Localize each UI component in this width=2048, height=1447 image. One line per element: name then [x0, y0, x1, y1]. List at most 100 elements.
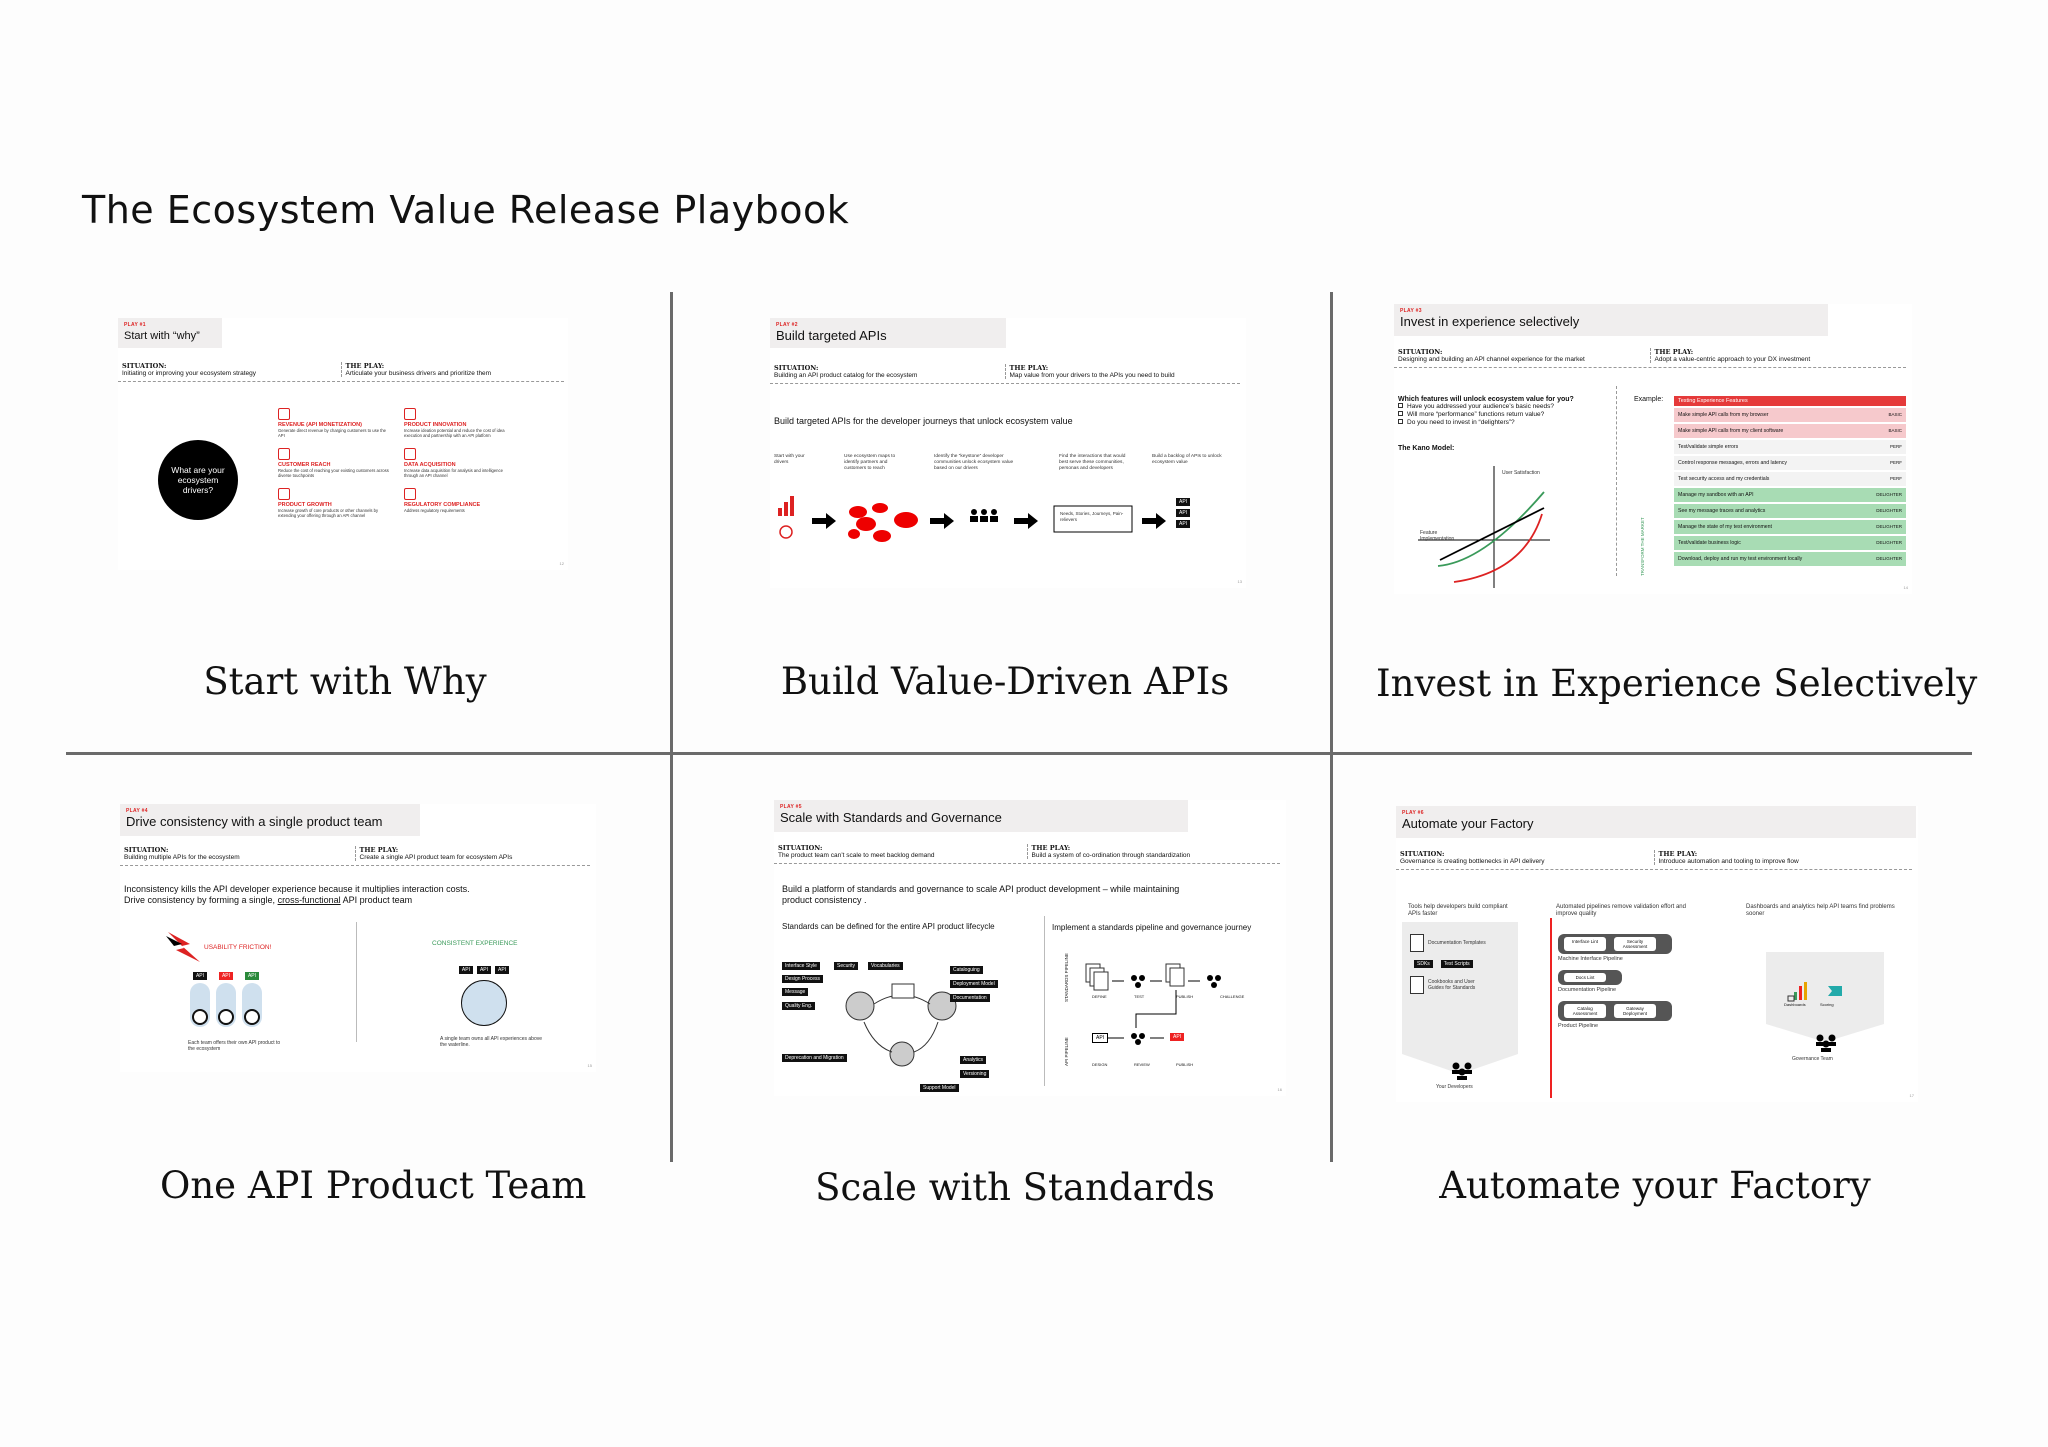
- feature-row: Download, deploy and run my test environ…: [1674, 552, 1906, 568]
- arrow-icon: [930, 513, 954, 529]
- slide-thumbnail-6[interactable]: PLAY #6 Automate your Factory SITUATION:…: [1396, 806, 1918, 1102]
- page-number: 16: [1277, 1087, 1282, 1092]
- play-text: Adopt a value-centric approach to your D…: [1654, 356, 1811, 363]
- kano-x-label: Feature Implementation: [1420, 530, 1455, 542]
- feature-name: See my message traces and analytics: [1678, 508, 1766, 514]
- left-caption: Each team offers their own API product t…: [188, 1040, 281, 1052]
- driver-desc: Reduce the cost of reaching your existin…: [278, 468, 389, 478]
- pipeline-step: CHALLENGE: [1220, 994, 1245, 999]
- driver-item: REVENUE (API MONETIZATION)Generate direc…: [278, 408, 392, 438]
- api-chip-design: API: [1092, 1033, 1109, 1043]
- single-team-circle: [461, 980, 507, 1026]
- driver-name: DATA ACQUISITION: [404, 462, 456, 468]
- document-icon: [1410, 934, 1424, 952]
- tool-chip: Test Scripts: [1440, 960, 1473, 968]
- standard-chip: Cataloguing: [950, 966, 983, 974]
- page-number: 12: [559, 561, 564, 566]
- slide-thumbnail-2[interactable]: PLAY #2 Build targeted APIs SITUATION:Bu…: [770, 318, 1246, 588]
- driver-desc: Increase data acquisition for analysis a…: [404, 468, 503, 478]
- api-chip: API: [1176, 520, 1191, 528]
- features-table-header: Testing Experience Features: [1674, 396, 1906, 406]
- journey-step: Identify the “keystone” developer commun…: [934, 454, 1014, 471]
- document-icon: [1410, 976, 1424, 994]
- feature-tag: DELIGHTER: [1876, 524, 1902, 529]
- driver-name: REVENUE (API MONETIZATION): [278, 422, 362, 428]
- column-divider: [1044, 916, 1045, 1086]
- play-number: PLAY #4: [126, 808, 148, 814]
- governance-team-label: Governance Team: [1792, 1056, 1833, 1062]
- slide-thumbnail-3[interactable]: PLAY #3 Invest in experience selectively…: [1394, 304, 1912, 594]
- tool-label: Documentation Templates: [1428, 940, 1486, 946]
- lightbulb-icon: [404, 408, 416, 420]
- pipeline-chip: Docs Lint: [1564, 973, 1606, 982]
- standard-chip: Analytics: [960, 1056, 987, 1064]
- pipeline-step: REVIEW: [1134, 1062, 1150, 1067]
- tool-label: Cookbooks and User Guides for Standards: [1428, 979, 1476, 991]
- situation-text: The product team can’t scale to meet bac…: [778, 852, 935, 859]
- play-label: THE PLAY:: [1658, 850, 1698, 858]
- feature-name: Test/validate business logic: [1678, 540, 1741, 546]
- checklist-item: Will more “performance” functions return…: [1398, 411, 1610, 419]
- feature-name: Download, deploy and run my test environ…: [1678, 556, 1803, 562]
- pipeline-chip: Security Assessment: [1614, 937, 1656, 951]
- feature-name: Control response messages, errors and la…: [1678, 460, 1787, 466]
- tool-item: Documentation Templates: [1410, 934, 1514, 952]
- api-pipeline-label: API PIPELINE: [1064, 1037, 1069, 1066]
- standard-chip: Deprecation and Migration: [782, 1054, 847, 1062]
- kano-question: Which features will unlock ecosystem val…: [1398, 396, 1574, 403]
- red-divider: [1550, 918, 1552, 1098]
- standard-chip: Deployment Model: [950, 980, 998, 988]
- slide-body: Build a platform of standards and govern…: [782, 884, 1180, 905]
- pipeline-chip: Catalog Assessment: [1564, 1004, 1606, 1018]
- team-column: API: [242, 972, 262, 1027]
- feature-name: Make simple API calls from my browser: [1678, 412, 1769, 418]
- api-chip: API: [495, 966, 510, 974]
- slide-title: Scale with Standards and Governance: [780, 810, 1002, 825]
- network-icon: [278, 448, 290, 460]
- slide-thumbnail-4[interactable]: PLAY #4 Drive consistency with a single …: [120, 804, 596, 1072]
- team-icon: [244, 1009, 260, 1025]
- journey-step: Use ecosystem maps to identify partners …: [844, 454, 896, 471]
- situation-row: SITUATION:The product team can’t scale t…: [774, 844, 1280, 864]
- team-bar: [190, 983, 210, 1027]
- situation-text: Building multiple APIs for the ecosystem: [124, 854, 240, 861]
- situation-text: Designing and building an API channel ex…: [1398, 356, 1585, 363]
- situation-row: SITUATION:Governance is creating bottlen…: [1396, 850, 1912, 870]
- feature-tag: BASIC: [1888, 412, 1902, 417]
- right-subheading: Implement a standards pipeline and gover…: [1052, 923, 1252, 932]
- play-text: Build a system of co-ordination through …: [1031, 852, 1191, 859]
- drivers-circle: What are your ecosystem drivers?: [158, 440, 238, 520]
- pipeline-step: PUBLISH: [1176, 1062, 1194, 1067]
- situation-label: SITUATION:: [1398, 348, 1443, 356]
- needs-box-label: Needs, Stories, Journeys, Pain-relievers: [1060, 511, 1124, 522]
- arrow-icon: [812, 513, 836, 529]
- standard-chip: Quality Eng.: [782, 1002, 816, 1010]
- pipeline-name: Machine Interface Pipeline: [1558, 956, 1623, 962]
- team-icon: [192, 1009, 208, 1025]
- globe-icon: [404, 448, 416, 460]
- page-number: 14: [1903, 585, 1908, 590]
- play-text: Introduce automation and tooling to impr…: [1658, 858, 1799, 865]
- play-label: THE PLAY:: [345, 362, 385, 370]
- your-developers-label: Your Developers: [1436, 1084, 1473, 1090]
- api-chip: API: [1176, 509, 1191, 517]
- play-label: THE PLAY:: [1654, 348, 1694, 356]
- driver-name: PRODUCT GROWTH: [278, 502, 332, 508]
- api-chip: API: [218, 972, 234, 980]
- slide-thumbnail-1[interactable]: PLAY #1 Start with “why” SITUATION:Initi…: [118, 318, 568, 570]
- slide-thumbnail-5[interactable]: PLAY #5 Scale with Standards and Governa…: [774, 800, 1286, 1096]
- team-bar: [242, 983, 262, 1027]
- pipeline-name: Product Pipeline: [1558, 1023, 1599, 1029]
- situation-row: SITUATION:Building an API product catalo…: [770, 364, 1240, 384]
- checklist-text: Will more “performance” functions return…: [1407, 411, 1545, 418]
- page-title: The Ecosystem Value Release Playbook: [82, 188, 850, 232]
